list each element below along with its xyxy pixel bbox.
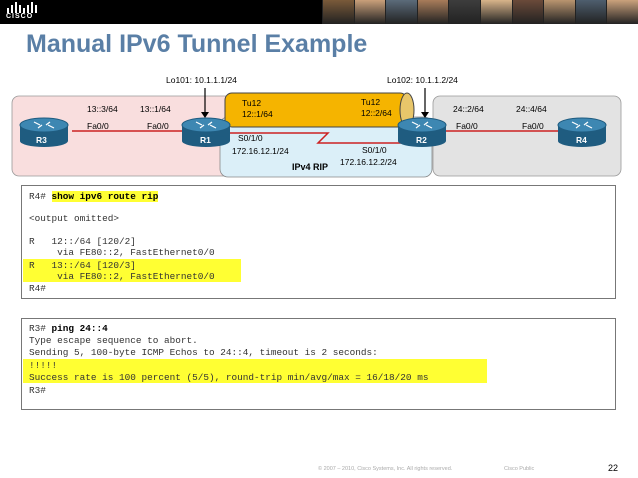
cisco-logo: CISCO xyxy=(6,2,40,22)
r4-command: show ipv6 route rip xyxy=(51,191,159,202)
footer-copyright: © 2007 – 2010, Cisco Systems, Inc. All r… xyxy=(318,466,453,472)
r3-command-line: R3# ping 24::4 xyxy=(29,323,108,334)
header-photo xyxy=(322,0,354,24)
r3-command: ping 24::4 xyxy=(51,323,108,334)
route-13-via-line: via FE80::2, FastEthernet0/0 xyxy=(29,271,215,282)
r2-label: R2 xyxy=(416,135,427,145)
escape-sequence-line: Type escape sequence to abort. xyxy=(29,335,198,346)
r3-label: R3 xyxy=(36,135,47,145)
header-photo xyxy=(448,0,480,24)
lo102-label: Lo102: 10.1.1.2/24 xyxy=(387,75,458,85)
lo101-arrow-head-icon xyxy=(201,112,209,118)
output-omitted-line: <output omitted> xyxy=(29,213,120,224)
r2-fa-interface: Fa0/0 xyxy=(456,121,478,131)
route-12-via-line: via FE80::2, FastEthernet0/0 xyxy=(29,247,215,258)
route-12-line: R 12::/64 [120/2] xyxy=(29,236,136,247)
router-r2-icon xyxy=(397,117,447,147)
header-photo xyxy=(353,0,386,24)
tu12-left-label: Tu12 xyxy=(242,98,262,108)
r4-fa-interface: Fa0/0 xyxy=(522,121,544,131)
footer-label: Cisco Public xyxy=(504,466,535,472)
r4-prompt: R4# xyxy=(29,191,52,202)
tu12-right-label: Tu12 xyxy=(361,97,381,107)
header-photo xyxy=(416,0,449,24)
r2-serial-interface: S0/1/0 xyxy=(362,145,387,155)
header-bar: CISCO xyxy=(0,0,638,24)
header-photo xyxy=(385,0,417,24)
r4-ipv6-address: 24::4/64 xyxy=(516,104,547,114)
page-number: 22 xyxy=(608,463,619,473)
ping-success-marks: !!!!! xyxy=(29,360,58,371)
router-r3-icon xyxy=(19,117,69,147)
r3-prompt: R3# xyxy=(29,323,52,334)
header-photo-strip xyxy=(322,0,638,24)
r1-r2-serial-link xyxy=(230,132,410,144)
r3-fa-interface: Fa0/0 xyxy=(87,121,109,131)
r1-fa-interface: Fa0/0 xyxy=(147,121,169,131)
cisco-bars-icon xyxy=(7,2,37,13)
r1-serial-interface: S0/1/0 xyxy=(238,133,263,143)
r3-end-prompt: R3# xyxy=(29,385,46,396)
header-photo xyxy=(479,0,512,24)
header-photo xyxy=(606,0,638,24)
network-diagram xyxy=(11,88,622,178)
r4-terminal-output: R4# show ipv6 route rip <output omitted>… xyxy=(21,185,616,299)
cisco-logo-text: CISCO xyxy=(6,13,34,20)
r1-serial-address: 172.16.12.1/24 xyxy=(232,146,289,156)
r2-serial-address: 172.16.12.2/24 xyxy=(340,157,397,167)
header-photo xyxy=(511,0,544,24)
tu12-left-address: 12::1/64 xyxy=(242,109,273,119)
r2-ipv6-address: 24::2/64 xyxy=(453,104,484,114)
r4-command-line: R4# show ipv6 route rip xyxy=(29,191,159,202)
sending-echos-line: Sending 5, 100-byte ICMP Echos to 24::4,… xyxy=(29,347,378,358)
success-rate-line: Success rate is 100 percent (5/5), round… xyxy=(29,372,429,383)
route-13-line: R 13::/64 [120/3] xyxy=(29,260,136,271)
lo102-arrow-head-icon xyxy=(421,112,429,118)
r4-end-prompt: R4# xyxy=(29,283,46,294)
r1-label: R1 xyxy=(200,135,211,145)
r3-terminal-output: R3# ping 24::4 Type escape sequence to a… xyxy=(21,318,616,410)
page-title: Manual IPv6 Tunnel Example xyxy=(26,30,368,58)
lo101-label: Lo101: 10.1.1.1/24 xyxy=(166,75,237,85)
ipv4-rip-label: IPv4 RIP xyxy=(292,162,329,172)
route-13-highlight xyxy=(23,259,241,282)
tu12-right-address: 12::2/64 xyxy=(361,108,392,118)
r4-label: R4 xyxy=(576,135,587,145)
ping-result-highlight xyxy=(23,359,487,383)
router-r4-icon xyxy=(557,117,607,147)
router-r1-icon xyxy=(181,117,231,147)
header-photo xyxy=(574,0,607,24)
r3-ipv6-address: 13::3/64 xyxy=(87,104,118,114)
r1-ipv6-address: 13::1/64 xyxy=(140,104,171,114)
header-photo xyxy=(543,0,575,24)
